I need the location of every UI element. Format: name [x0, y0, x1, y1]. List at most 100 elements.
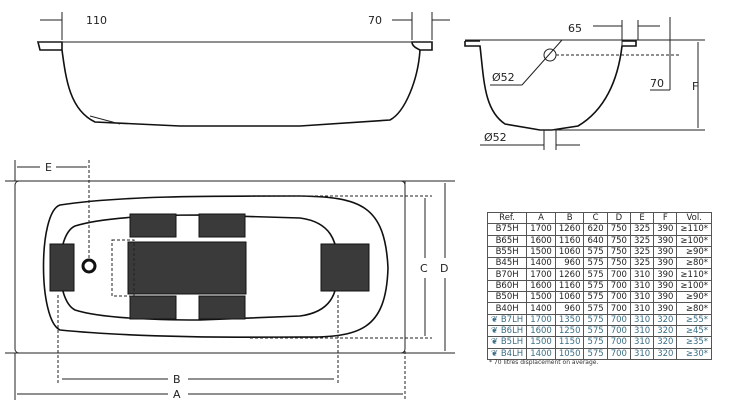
cell-text: 1700: [530, 314, 552, 325]
value-cell: 750: [606, 245, 631, 259]
pad: [198, 295, 246, 320]
cell-text: B65H: [495, 235, 519, 246]
cell-text: 1050: [558, 348, 581, 359]
pad: [129, 295, 177, 320]
value-cell: 1050: [554, 347, 585, 360]
cell-text: 575: [587, 258, 604, 269]
value-cell: 1600: [526, 279, 556, 293]
value-cell: 1160: [554, 234, 585, 247]
value-cell: 1060: [554, 291, 585, 304]
plan-view: E C D B A: [5, 160, 455, 401]
ref-cell: ❦ B6LH: [486, 324, 528, 338]
value-cell: 320: [653, 347, 678, 360]
cell-text: 1260: [558, 269, 581, 280]
value-cell: 575: [583, 257, 608, 270]
cell-text: ≥90*: [685, 292, 709, 303]
cell-text: ≥100*: [680, 235, 709, 246]
value-cell: 325: [629, 234, 655, 247]
cell-text: 575: [587, 348, 604, 359]
cell-text: 575: [587, 303, 604, 314]
value-cell: 640: [583, 234, 608, 247]
overflow-offset-label: 65: [568, 22, 582, 35]
value-cell: 1500: [526, 291, 556, 304]
cell-text: 1060: [558, 247, 581, 258]
cell-text: 1600: [530, 235, 552, 246]
cell-text: 700: [610, 303, 627, 314]
cell-text: ≥90*: [685, 247, 709, 258]
cell-text: 320: [657, 314, 674, 325]
cell-text: ≥110*: [680, 269, 709, 280]
ref-cell: B75H: [486, 223, 528, 236]
cell-text: 1400: [530, 348, 552, 359]
value-cell: 700: [606, 347, 631, 360]
value-cell: 575: [583, 324, 608, 338]
cell-text: 310: [633, 326, 651, 337]
end-view: 65 Ø52 70 F Ø52: [464, 17, 705, 150]
ref-cell: B65H: [486, 234, 528, 247]
cell-text: 320: [657, 348, 674, 359]
cell-text: 1260: [558, 224, 581, 235]
cell-text: ≥55*: [685, 314, 709, 325]
value-cell: 390: [653, 234, 678, 247]
value-cell: 320: [653, 324, 678, 338]
cell-text: ≥100*: [680, 280, 709, 291]
drain-diameter-label: Ø52: [484, 131, 507, 144]
value-cell: ≥30*: [676, 347, 713, 360]
ref-cell: B60H: [486, 279, 528, 293]
value-cell: 325: [629, 245, 655, 259]
value-cell: 700: [606, 279, 631, 293]
value-cell: 1700: [526, 268, 556, 281]
cell-text: 575: [587, 247, 604, 258]
cell-text: B4LH: [500, 348, 524, 359]
value-cell: 310: [629, 347, 655, 360]
dim-left-label: 110: [86, 14, 107, 27]
cell-text: 1350: [558, 314, 581, 325]
value-cell: ≥90*: [676, 291, 713, 304]
cell-text: B7LH: [500, 314, 524, 325]
value-cell: 390: [653, 245, 678, 259]
cell-text: 700: [610, 326, 627, 337]
value-cell: ≥100*: [676, 279, 713, 293]
value-cell: 310: [629, 336, 655, 349]
cell-text: 1150: [558, 337, 581, 348]
cell-text: 390: [657, 269, 674, 280]
leaf-icon: ❦: [491, 348, 501, 359]
cell-text: 390: [657, 303, 674, 314]
value-cell: 575: [583, 302, 608, 315]
cell-text: 640: [587, 235, 604, 246]
value-cell: 310: [629, 302, 655, 315]
value-cell: 1060: [554, 245, 585, 259]
cell-text: B70H: [495, 269, 519, 280]
value-cell: 575: [583, 347, 608, 360]
value-cell: 310: [629, 291, 655, 304]
value-cell: 390: [653, 268, 678, 281]
cell-text: 310: [633, 269, 651, 280]
column-header: C: [583, 211, 608, 225]
cell-text: 390: [657, 258, 674, 269]
footnote: * 70 litres displacement on average.: [489, 359, 599, 366]
value-cell: 1700: [526, 223, 556, 236]
cell-text: 325: [633, 235, 651, 246]
value-cell: 700: [606, 268, 631, 281]
cell-text: B5LH: [500, 337, 524, 348]
value-cell: 1400: [526, 257, 556, 270]
cell-text: 325: [633, 258, 651, 269]
cell-text: 1600: [530, 326, 552, 337]
cell-text: 320: [657, 326, 674, 337]
cell-text: 390: [657, 224, 674, 235]
value-cell: 325: [629, 257, 655, 270]
value-cell: 320: [653, 336, 678, 349]
leaf-icon: ❦: [491, 326, 501, 337]
cell-text: B50H: [495, 292, 519, 303]
ref-cell: B55H: [486, 245, 528, 259]
cell-text: 700: [610, 280, 627, 291]
ref-cell: B70H: [486, 268, 528, 281]
value-cell: 390: [653, 257, 678, 270]
leaf-icon: ❦: [491, 337, 501, 348]
pad-left: [49, 243, 75, 292]
cell-text: ≥45*: [685, 326, 709, 337]
